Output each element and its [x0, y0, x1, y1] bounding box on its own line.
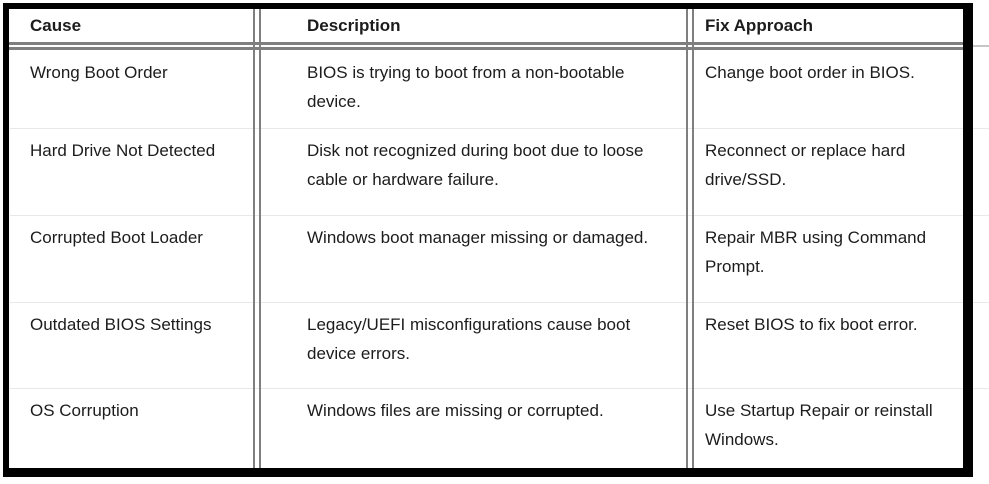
cell-description: Legacy/UEFI misconfigurations cause boot…	[307, 315, 631, 363]
cell-fix-approach: Use Startup Repair or reinstall Windows.	[705, 401, 933, 449]
cell-cause: Corrupted Boot Loader	[30, 228, 203, 247]
cell-fix-approach: Reconnect or replace hard drive/SSD.	[705, 141, 906, 189]
column-header-fix-approach: Fix Approach	[705, 16, 813, 35]
table-row: OS Corruption Windows files are missing …	[9, 388, 963, 468]
cell-description: Disk not recognized during boot due to l…	[307, 141, 644, 189]
cell-fix-approach: Change boot order in BIOS.	[705, 63, 915, 82]
column-header-cause: Cause	[30, 16, 82, 35]
column-header-description: Description	[307, 16, 401, 35]
column-divider	[686, 9, 694, 468]
cell-description: BIOS is trying to boot from a non-bootab…	[307, 63, 625, 111]
table-header-row: Cause Description Fix Approach	[9, 9, 963, 42]
cell-cause: Wrong Boot Order	[30, 63, 168, 82]
table-row: Hard Drive Not Detected Disk not recogni…	[9, 128, 963, 215]
table-row: Wrong Boot Order BIOS is trying to boot …	[9, 50, 963, 128]
troubleshooting-table: Cause Description Fix Approach Wrong Boo…	[3, 3, 973, 477]
row-separator-line	[10, 128, 989, 129]
column-divider	[253, 9, 261, 468]
table-row: Corrupted Boot Loader Windows boot manag…	[9, 215, 963, 302]
cell-fix-approach: Repair MBR using Command Prompt.	[705, 228, 927, 276]
cell-description: Windows files are missing or corrupted.	[307, 401, 604, 420]
header-underline-extension	[971, 45, 989, 47]
cell-cause: Hard Drive Not Detected	[30, 141, 216, 160]
cell-cause: OS Corruption	[30, 401, 139, 420]
row-separator-line	[10, 302, 989, 303]
cell-cause: Outdated BIOS Settings	[30, 315, 212, 334]
cell-description: Windows boot manager missing or damaged.	[307, 228, 649, 247]
row-separator-line	[10, 388, 989, 389]
header-underline	[9, 42, 963, 50]
table-row: Outdated BIOS Settings Legacy/UEFI misco…	[9, 302, 963, 388]
row-separator-line	[10, 215, 989, 216]
cell-fix-approach: Reset BIOS to fix boot error.	[705, 315, 918, 334]
